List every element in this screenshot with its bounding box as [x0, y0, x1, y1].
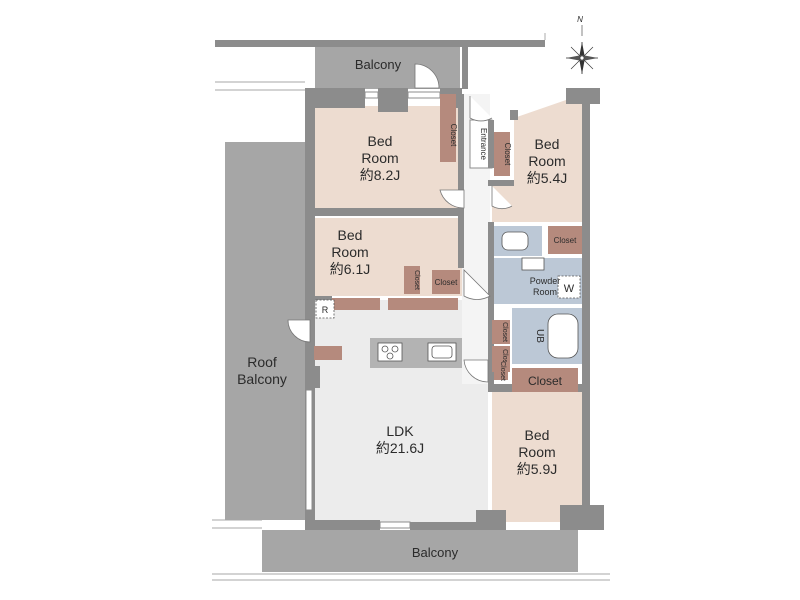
closet-near-toilet	[548, 226, 582, 254]
bed-room-5-9	[492, 392, 584, 522]
bed-5-9-line1: Bed	[525, 427, 550, 443]
unit-bath-label: UB	[534, 329, 545, 343]
shelf-ldk-2	[388, 298, 458, 310]
closet-1-label: Closet	[449, 124, 458, 147]
closets: Closet Closet Closet Closet Closet Close…	[404, 108, 582, 392]
wash-basin	[521, 257, 545, 271]
furniture	[314, 94, 458, 360]
shelf-bedroom-8-2	[440, 94, 456, 108]
closet-9-label: Closet	[499, 361, 506, 381]
roof-balcony-label-1: Roof	[247, 354, 277, 370]
bed-5-4-line2: Room	[528, 153, 565, 169]
bed-6-1-size: 約6.1J	[330, 261, 370, 277]
balcony-bottom: Balcony	[262, 530, 578, 572]
bed-room-8-2	[312, 106, 462, 210]
shelf-ldk-1	[332, 298, 380, 310]
closet-4-label: Closet	[435, 278, 458, 287]
room-labels: Bed Room 約8.2J Bed Room 約6.1J Bed Room 約…	[330, 133, 567, 477]
ldk-line1: LDK	[386, 423, 414, 439]
closet-hall-1	[492, 320, 510, 344]
bed-5-9-line2: Room	[518, 444, 555, 460]
powder-room-label-1: Powder	[530, 276, 561, 286]
bed-5-9-size: 約5.9J	[517, 461, 557, 477]
closet-bedroom-5-9	[512, 368, 578, 392]
entrance-label: Entrance	[479, 128, 488, 161]
cabinet-ldk	[314, 346, 342, 360]
doors	[287, 63, 513, 383]
closet-bedroom-5-4	[494, 132, 510, 176]
balcony-top-label: Balcony	[355, 57, 402, 72]
room-fills	[312, 94, 584, 522]
closet-2-label: Closet	[503, 143, 512, 166]
closet-5-label: Closet	[554, 236, 577, 245]
closet-6-label: Closet	[501, 322, 508, 342]
wet-fixtures	[501, 231, 581, 359]
closet-hall-entry	[494, 362, 508, 380]
balcony-bottom-label: Balcony	[412, 545, 459, 560]
powder-room-label-2: Room	[533, 287, 557, 297]
outline-lines	[212, 33, 610, 581]
bathtub	[547, 313, 579, 359]
closet-bedroom-6-1-b	[432, 270, 460, 294]
stove	[377, 342, 403, 362]
sink	[427, 342, 457, 362]
bed-6-1-line1: Bed	[338, 227, 363, 243]
bed-8-2-size: 約8.2J	[360, 167, 400, 183]
ldk-area	[312, 300, 488, 522]
bed-8-2-line2: Room	[361, 150, 398, 166]
compass-icon	[566, 42, 598, 74]
bed-room-5-4	[492, 100, 584, 222]
closet-7-label: Closet	[501, 349, 508, 369]
closet-8-label: Closet	[528, 374, 563, 388]
refrigerator-label: R	[322, 305, 329, 315]
washer-label: W	[564, 283, 575, 295]
refrigerator: R	[315, 299, 335, 319]
roof-balcony-label-2: Balcony	[237, 371, 287, 387]
closet-bedroom-6-1-a	[404, 266, 420, 294]
closet-bedroom-8-2	[440, 108, 456, 162]
washer-box	[557, 275, 581, 299]
compass-north-label: N	[577, 15, 583, 24]
closet-3-label: Closet	[413, 270, 420, 290]
kitchen-counter	[370, 338, 462, 368]
windows	[305, 91, 441, 529]
toilet	[501, 231, 529, 251]
bed-8-2-line1: Bed	[368, 133, 393, 149]
bed-6-1-line2: Room	[331, 244, 368, 260]
ldk-size: 約21.6J	[376, 440, 424, 456]
bed-5-4-line1: Bed	[535, 136, 560, 152]
bed-5-4-size: 約5.4J	[527, 170, 567, 186]
